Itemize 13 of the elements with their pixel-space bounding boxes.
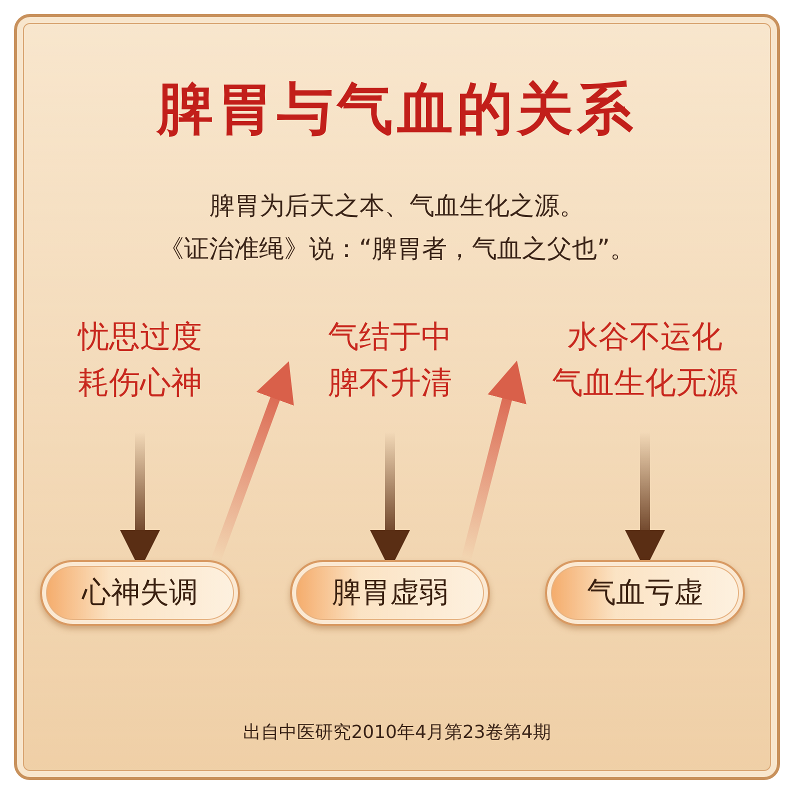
cause-text: 气血生化无源: [552, 364, 738, 403]
cause-text: 气结于中: [328, 318, 452, 357]
cause-text: 忧思过度: [78, 318, 202, 357]
label-pill: 心神失调: [40, 560, 240, 626]
caption: 出自中医研究2010年4月第23卷第4期: [242, 721, 552, 744]
subtitle-text: 脾胃为后天之本、气血生化之源。: [208, 190, 586, 222]
label-pill: 气血亏虚: [545, 560, 745, 626]
cause-text: 脾不升清: [328, 364, 452, 403]
label-pill: 脾胃虚弱: [290, 560, 490, 626]
title: 脾胃与气血的关系: [155, 76, 638, 144]
subtitle-text: 《证治准绳》说：“脾胃者，气血之父也”。: [158, 233, 636, 265]
cause-text: 水谷不运化: [568, 318, 722, 357]
cause-text: 耗伤心神: [78, 364, 202, 403]
